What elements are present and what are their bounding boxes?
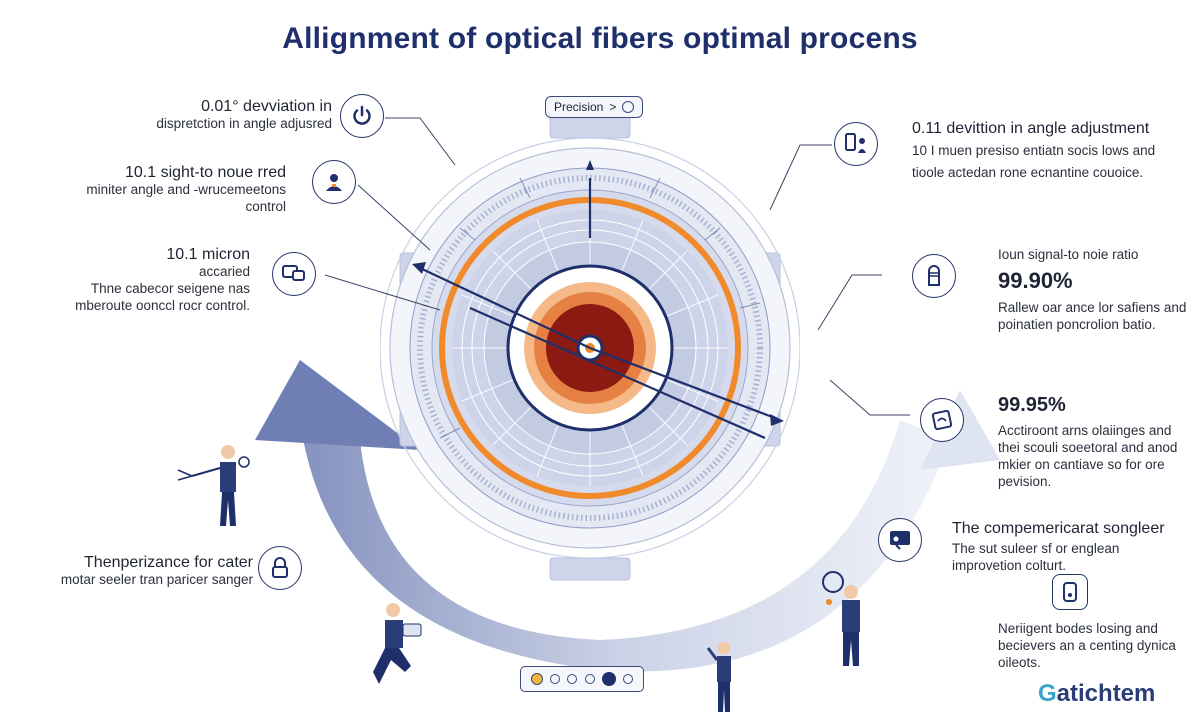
left-item-2: 10.1 sight-to noue rred miniter angle an… bbox=[60, 164, 286, 215]
left-item-1: 0.01° devviation in dispretction in angl… bbox=[120, 98, 332, 132]
right-item-2-value: 99.90% bbox=[998, 268, 1073, 293]
display-icon bbox=[878, 518, 922, 562]
right-item-3-text-a: Acctiroont arns olaiinges and bbox=[998, 423, 1172, 438]
clipboard-person-icon bbox=[834, 122, 878, 166]
kneeling-engineer-figure bbox=[373, 603, 422, 684]
control-dot-icon[interactable] bbox=[623, 674, 634, 684]
right-item-4-text-a: The sut suleer sf or englean bbox=[952, 541, 1120, 556]
right-item-2-text-a: Rallew oar ance lor safiens and bbox=[998, 300, 1187, 315]
device-icon bbox=[1052, 574, 1088, 610]
left-item-1-heading: 0.01° devviation in bbox=[201, 98, 332, 115]
control-panel[interactable] bbox=[520, 666, 644, 692]
right-item-1-text-b: tioole actedan rone ecnantine couoice. bbox=[912, 165, 1144, 180]
control-dot-icon[interactable] bbox=[549, 674, 560, 684]
right-item-5-text-b: becievers an a centing dynica bbox=[998, 638, 1176, 653]
power-icon bbox=[340, 94, 384, 138]
precision-badge[interactable]: Precision > bbox=[545, 96, 644, 118]
left-item-2-heading: 10.1 sight-to noue rred bbox=[125, 164, 286, 181]
control-dot-icon[interactable] bbox=[567, 674, 578, 684]
left-item-3-heading: 10.1 micron bbox=[166, 246, 250, 263]
brand-prefix: G bbox=[1038, 680, 1057, 707]
right-item-3: 99.95% Acctiroont arns olaiinges and the… bbox=[998, 392, 1193, 490]
technician-figure-left bbox=[177, 445, 250, 526]
control-dot-icon[interactable] bbox=[584, 674, 595, 684]
left-item-4-heading: Thenperizance for cater bbox=[84, 554, 253, 571]
right-item-3-text-b: thei scouli soeetoral and anod bbox=[998, 440, 1178, 455]
right-item-1-heading: 0.11 devittion in angle adjustment bbox=[912, 120, 1150, 137]
left-item-3: 10.1 micron accaried Thne cabecor seigen… bbox=[70, 246, 250, 314]
engineer-figure-right bbox=[822, 571, 860, 666]
left-item-2-text: miniter angle and -wrucemeetons control bbox=[86, 182, 286, 214]
left-item-4-text: motar seeler tran paricer sanger bbox=[60, 572, 253, 587]
left-item-3-text-b: mberoute oonccl rocr control. bbox=[75, 298, 250, 313]
right-item-5-text-a: Neriigent bodes losing and bbox=[998, 621, 1158, 636]
user-badge-icon bbox=[312, 160, 356, 204]
right-item-3-text-d: pevision. bbox=[998, 474, 1052, 489]
status-dot-icon[interactable] bbox=[530, 673, 543, 685]
fiber-alignment-diagram bbox=[380, 115, 800, 581]
lock-icon bbox=[258, 546, 302, 590]
right-item-4-heading: The compemericarat songleer bbox=[952, 520, 1165, 537]
right-item-1-text-a: 10 I muen presiso entiatn socis lows and bbox=[912, 143, 1156, 158]
monitor-chat-icon bbox=[272, 252, 316, 296]
chevron-right-icon: > bbox=[609, 100, 617, 114]
main-knob-icon[interactable] bbox=[601, 672, 616, 686]
right-item-4-text-b: improvetion colturt. bbox=[952, 558, 1067, 573]
brand-logo: Gatichtem bbox=[1038, 680, 1155, 708]
right-item-2-text-b: poinatien poncrolion batio. bbox=[998, 317, 1156, 332]
right-item-5-text-c: oileots. bbox=[998, 655, 1041, 670]
sensor-icon bbox=[912, 254, 956, 298]
right-item-2-heading: Ioun signal-to noie ratio bbox=[998, 247, 1139, 262]
right-item-4: The compemericarat songleer The sut sule… bbox=[952, 520, 1192, 574]
left-item-1-text: dispretction in angle adjusred bbox=[156, 116, 332, 131]
right-item-1: 0.11 devittion in angle adjustment 10 I … bbox=[912, 120, 1192, 181]
right-item-2: Ioun signal-to noie ratio 99.90% Rallew … bbox=[998, 246, 1193, 333]
dial-icon bbox=[622, 101, 635, 113]
chip-card-icon bbox=[920, 398, 964, 442]
brand-name: atichtem bbox=[1056, 680, 1156, 707]
precision-label: Precision bbox=[554, 100, 604, 114]
left-item-3-text-a: Thne cabecor seigene nas bbox=[90, 281, 250, 296]
standing-figure-center bbox=[706, 642, 731, 712]
right-item-3-text-c: mkier on cantiave so for ore bbox=[998, 457, 1165, 472]
page-title: Allignment of optical fibers optimal pro… bbox=[282, 22, 918, 55]
right-item-5: Neriigent bodes losing and becievers an … bbox=[998, 620, 1193, 671]
right-item-3-value: 99.95% bbox=[998, 394, 1066, 416]
left-item-4: Thenperizance for cater motar seeler tra… bbox=[55, 554, 253, 588]
left-item-3-sub: accaried bbox=[198, 264, 250, 279]
